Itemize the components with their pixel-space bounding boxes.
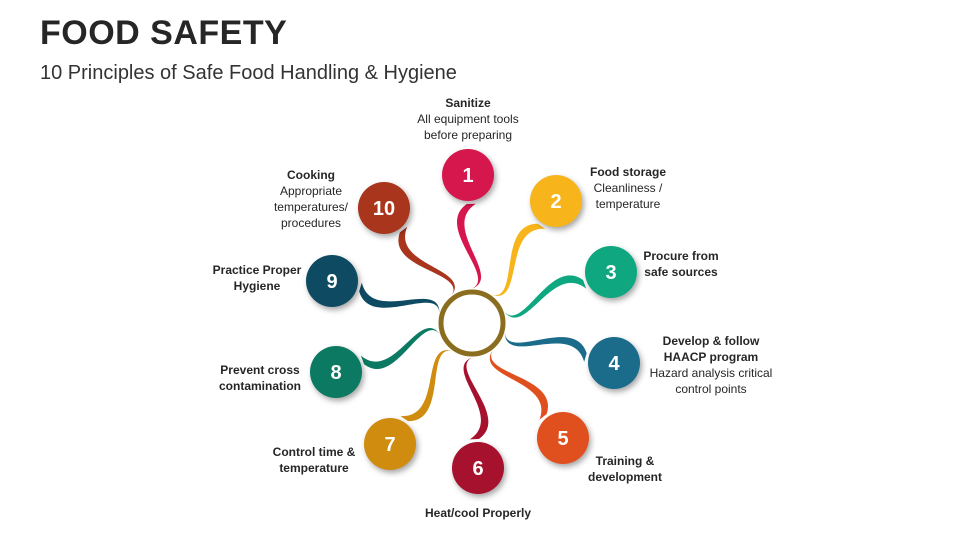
step-7-title-2: temperature (279, 461, 349, 475)
step-1-number: 1 (462, 165, 473, 187)
step-6-disc (452, 442, 504, 494)
step-9-title-2: Hygiene (233, 279, 281, 293)
step-4-title-2: HAACP program (663, 350, 759, 364)
step-9-label: Practice Proper Hygiene (203, 262, 311, 294)
slide-subtitle: 10 Principles of Safe Food Handling & Hy… (40, 62, 457, 84)
step-4-title: Develop & follow (662, 334, 760, 348)
petal-4 (504, 332, 587, 362)
petal-10 (398, 226, 455, 296)
step-10-label: Cooking Appropriate temperatures/ proced… (262, 167, 360, 231)
step-9-circle: 9 (306, 255, 358, 307)
step-7-number: 7 (384, 434, 395, 456)
petal-3 (503, 275, 587, 318)
petal-9 (359, 282, 440, 314)
step-nodes: 1 2 3 4 5 6 7 8 9 10 (306, 149, 640, 494)
step-8-title-2: contamination (218, 379, 301, 393)
step-9-number: 9 (326, 271, 337, 293)
step-2-circle: 2 (530, 175, 582, 227)
step-4-circle: 4 (588, 337, 640, 389)
petal-1 (456, 203, 482, 290)
step-7-circle: 7 (364, 418, 416, 470)
petal-2 (491, 223, 546, 296)
step-6-number: 6 (472, 458, 483, 480)
step-3-number: 3 (605, 262, 616, 284)
step-10-circle: 10 (358, 182, 410, 234)
step-8-circle: 8 (310, 346, 362, 398)
step-1-desc-2: before preparing (423, 128, 513, 142)
step-9-disc (306, 255, 358, 307)
step-10-number: 10 (373, 198, 395, 220)
step-7-title: Control time & (272, 445, 356, 459)
step-10-title: Cooking (287, 168, 335, 182)
step-2-desc-1: Cleanliness / (593, 181, 663, 195)
step-8-label: Prevent cross contamination (210, 362, 310, 394)
step-5-disc (537, 412, 589, 464)
step-5-title: Training & (595, 454, 655, 468)
step-2-label: Food storage Cleanliness / temperature (583, 164, 673, 212)
step-6-label: Heat/cool Properly (408, 505, 548, 521)
petal-7 (400, 350, 453, 422)
step-3-label: Procure from safe sources (636, 248, 726, 280)
step-2-desc-2: temperature (595, 197, 661, 211)
step-5-circle: 5 (537, 412, 589, 464)
step-4-desc-2: control points (675, 382, 747, 396)
step-3-title-2: safe sources (644, 265, 718, 279)
step-10-desc-2: temperatures/ (273, 200, 349, 214)
step-4-desc-1: Hazard analysis critical (649, 366, 773, 380)
step-2-number: 2 (550, 191, 561, 213)
step-5-label: Training & development (580, 453, 670, 485)
step-1-title: Sanitize (445, 96, 491, 110)
petal-8 (360, 327, 441, 370)
step-4-number: 4 (608, 353, 620, 375)
step-7-disc (364, 418, 416, 470)
pinwheel-petals (359, 203, 587, 440)
step-5-number: 5 (557, 428, 568, 450)
step-10-desc-3: procedures (280, 216, 342, 230)
step-1-label: Sanitize All equipment tools before prep… (408, 95, 528, 143)
step-4-label: Develop & follow HAACP program Hazard an… (643, 333, 779, 397)
step-10-desc-1: Appropriate (279, 184, 343, 198)
step-7-label: Control time & temperature (262, 444, 366, 476)
step-6-circle: 6 (452, 442, 504, 494)
step-3-disc (585, 246, 637, 298)
step-3-title: Procure from (643, 249, 719, 263)
step-8-title: Prevent cross (220, 363, 300, 377)
petal-5 (489, 349, 548, 420)
step-1-desc-1: All equipment tools (417, 112, 519, 126)
step-1-disc (442, 149, 494, 201)
step-2-disc (530, 175, 582, 227)
step-10-disc (358, 182, 410, 234)
center-ring (438, 289, 506, 357)
step-5-title-2: development (587, 470, 662, 484)
step-8-disc (310, 346, 362, 398)
step-6-title: Heat/cool Properly (424, 506, 532, 520)
step-9-title: Practice Proper (212, 263, 302, 277)
step-2-title: Food storage (589, 165, 666, 179)
step-3-circle: 3 (585, 246, 637, 298)
step-8-number: 8 (330, 362, 341, 384)
step-1-circle: 1 (442, 149, 494, 201)
petal-6 (463, 356, 489, 440)
slide-title: FOOD SAFETY (40, 14, 288, 52)
step-4-disc (588, 337, 640, 389)
